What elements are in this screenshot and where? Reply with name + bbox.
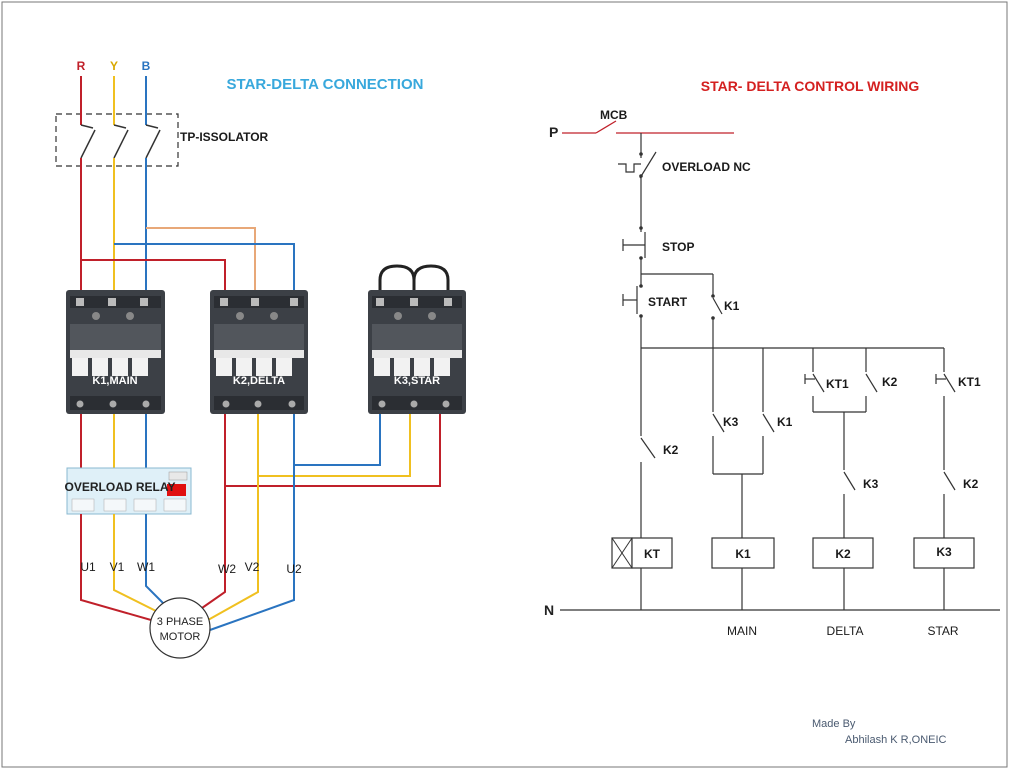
kt-rung-k2-label: K2 xyxy=(663,443,679,457)
main-rung xyxy=(712,348,775,610)
phase-r-label: R xyxy=(77,59,86,73)
delta-rung-k2-label: K2 xyxy=(882,375,898,389)
coil-k1: K1 xyxy=(711,537,775,569)
coil-k3-label: K3 xyxy=(936,545,952,559)
delta-rung-kt1-label: KT1 xyxy=(826,377,849,391)
star-rung xyxy=(935,348,956,610)
k1-to-overload-wires xyxy=(80,414,147,470)
contactor-k3: K3,STAR xyxy=(368,290,466,414)
main-rung-k1-label: K1 xyxy=(777,415,793,429)
mcb: MCB xyxy=(562,108,734,134)
delta-star-wires xyxy=(201,414,441,631)
delta-rung-k3-label: K3 xyxy=(863,477,879,491)
main-rung-k3-label: K3 xyxy=(723,415,739,429)
coil-k3: K3 xyxy=(913,537,975,569)
terminal-w2: W2 xyxy=(218,562,236,576)
coil-kt: KT xyxy=(611,537,673,569)
contactor-k3-label: K3,STAR xyxy=(394,375,440,387)
neutral-n-label: N xyxy=(544,602,554,618)
overload-relay: OVERLOAD RELAY xyxy=(65,467,192,515)
isolator-box xyxy=(55,113,179,167)
rung-label-star: STAR xyxy=(927,624,958,638)
phase-y-label: Y xyxy=(110,59,118,73)
mcb-label: MCB xyxy=(600,108,628,122)
credit-line2: Abhilash K R,ONEIC xyxy=(845,734,947,746)
control-title: STAR- DELTA CONTROL WIRING xyxy=(701,78,920,94)
terminal-v1: V1 xyxy=(110,560,125,574)
stop-pushbutton[interactable] xyxy=(622,239,645,251)
motor: 3 PHASE MOTOR xyxy=(149,597,211,659)
credit-line1: Made By xyxy=(812,718,856,730)
phase-p-label: P xyxy=(549,124,558,140)
isolator-switches xyxy=(80,124,161,159)
stop-label: STOP xyxy=(662,240,694,254)
supply-wires xyxy=(80,76,147,125)
overload-thermal-symbol xyxy=(618,163,641,173)
isolator-to-k1-wires xyxy=(80,158,147,292)
terminal-labels: U1 V1 W1 W2 V2 U2 xyxy=(80,560,302,576)
contactor-k2-label: K2,DELTA xyxy=(233,375,285,387)
overload-relay-label: OVERLOAD RELAY xyxy=(65,480,176,494)
contactors: K1,MAIN K2,DELTA K3,STAR xyxy=(66,290,466,414)
motor-feed-wires xyxy=(80,514,169,623)
motor-label-line1: 3 PHASE xyxy=(157,616,203,628)
motor-label-line2: MOTOR xyxy=(160,631,201,643)
phase-b-label: B xyxy=(142,59,151,73)
contactor-k2: K2,DELTA xyxy=(210,290,308,414)
star-rung-kt1-label: KT1 xyxy=(958,375,981,389)
isolator-label: TP-ISSOLATOR xyxy=(180,130,269,144)
terminal-w1: W1 xyxy=(137,560,155,574)
coil-k2: K2 xyxy=(812,537,874,569)
terminal-u2: U2 xyxy=(286,562,302,576)
overload-nc-label: OVERLOAD NC xyxy=(662,160,751,174)
k1-k2-cross-wires xyxy=(81,227,295,292)
contactor-k1: K1,MAIN xyxy=(66,290,165,414)
rung-label-main: MAIN xyxy=(727,624,757,638)
coil-k2-label: K2 xyxy=(835,547,851,561)
contactor-k1-label: K1,MAIN xyxy=(92,375,137,387)
terminal-v2: V2 xyxy=(245,560,260,574)
power-title: STAR-DELTA CONNECTION xyxy=(227,76,424,93)
rung-label-delta: DELTA xyxy=(827,624,864,638)
control-main-column xyxy=(636,133,944,610)
control-switch-dots xyxy=(639,152,715,320)
terminal-u1: U1 xyxy=(80,560,96,574)
coil-kt-label: KT xyxy=(644,547,661,561)
k1-hold-contact-label: K1 xyxy=(724,299,740,313)
delta-rung xyxy=(804,348,878,610)
star-rung-k2-label: K2 xyxy=(963,477,979,491)
start-pushbutton[interactable] xyxy=(622,294,637,306)
coil-k1-label: K1 xyxy=(735,547,751,561)
k3-star-bridge xyxy=(378,264,450,293)
start-label: START xyxy=(648,295,688,309)
motor-circle xyxy=(149,597,211,659)
